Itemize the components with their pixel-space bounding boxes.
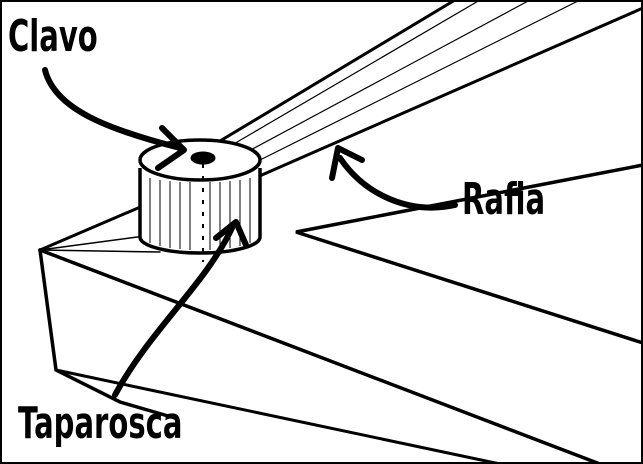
frame-inner-edge <box>295 163 643 345</box>
cap-arrowhead <box>213 219 249 248</box>
label-nail: Clavo <box>8 11 98 62</box>
frame-back-edge <box>38 203 147 252</box>
frame-side-edge <box>54 368 502 464</box>
twine-edge-bottom <box>254 6 643 180</box>
cap-arrow <box>112 225 235 398</box>
nail-arrow <box>42 67 183 151</box>
twine-edge-top <box>204 0 456 152</box>
label-twine: Rafia <box>462 174 546 225</box>
wooden-frame <box>38 163 643 464</box>
nail-arrowhead <box>155 125 187 171</box>
frame-surface-line <box>39 249 161 253</box>
frame-surface-line-2 <box>39 235 146 251</box>
twine-fiber-3 <box>243 0 581 169</box>
nail-head <box>190 151 216 165</box>
twine-fiber-2 <box>231 0 531 161</box>
frame-top-edge <box>38 248 602 464</box>
twine-arrowhead <box>329 145 365 181</box>
label-bottle-cap: Taparosca <box>18 398 183 449</box>
bottle-cap <box>138 138 262 262</box>
frame-front-corner <box>38 248 177 420</box>
cap-ridges <box>149 178 251 250</box>
twine-arrow <box>337 155 458 211</box>
twine-fiber-1 <box>219 0 481 153</box>
leader-arrows <box>42 67 458 398</box>
